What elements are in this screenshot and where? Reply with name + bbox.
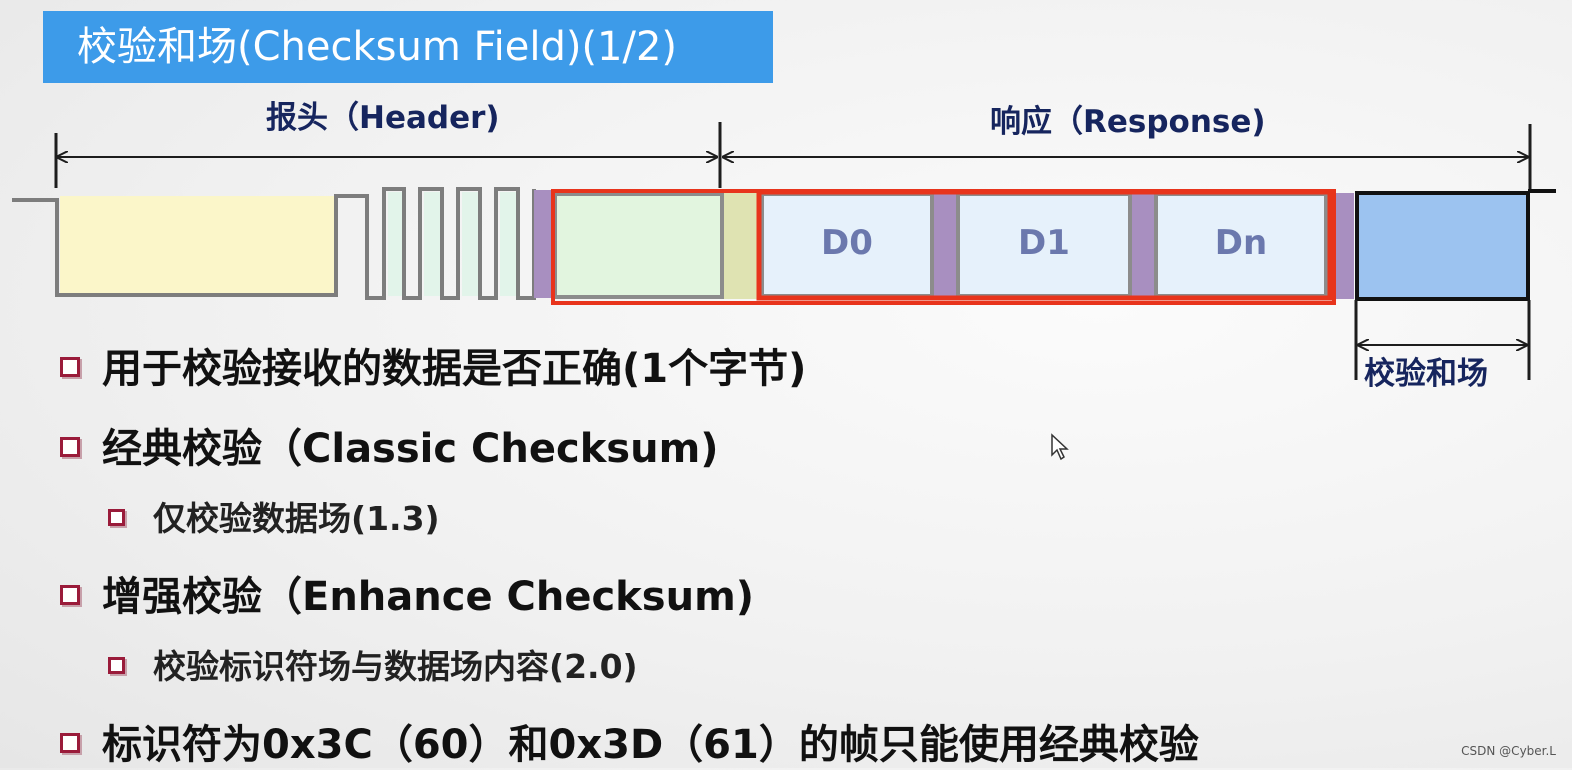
data-field-dn: Dn xyxy=(1214,223,1268,263)
bullet-text: 用于校验接收的数据是否正确(1个字节) xyxy=(102,346,807,392)
bullet-text: 标识符为0x3C（60）和0x3D（61）的帧只能使用经典校验 xyxy=(102,722,1199,768)
bullet-item: 标识符为0x3C（60）和0x3D（61）的帧只能使用经典校验 xyxy=(60,712,1199,770)
bullet-square-icon xyxy=(60,437,80,457)
checksum-field-label: 校验和场 xyxy=(1364,356,1488,392)
bullet-text: 经典校验（Classic Checksum) xyxy=(102,426,719,472)
bullet-square-icon xyxy=(108,509,125,526)
sub-bullet-item: 校验标识符场与数据场内容(2.0) xyxy=(108,640,638,688)
slide-title: 校验和场(Checksum Field)(1/2) xyxy=(43,11,773,83)
data-field-d0: D0 xyxy=(821,223,873,263)
sub-bullet-item: 仅校验数据场(1.3) xyxy=(108,492,440,540)
bullet-item: 用于校验接收的数据是否正确(1个字节) xyxy=(60,336,806,394)
bullet-item: 增强校验（Enhance Checksum) xyxy=(60,564,754,622)
bullet-text: 仅校验数据场(1.3) xyxy=(153,499,440,538)
bullet-text: 增强校验（Enhance Checksum) xyxy=(102,574,755,620)
bullet-square-icon xyxy=(108,657,125,674)
response-label: 响应（Response) xyxy=(990,104,1266,140)
bullet-text: 校验标识符场与数据场内容(2.0) xyxy=(153,647,638,686)
bullet-square-icon xyxy=(60,357,80,377)
data-field-d1: D1 xyxy=(1018,223,1070,263)
checksum-span-arrow xyxy=(1354,300,1531,380)
header-span-arrow xyxy=(54,122,722,188)
header-label: 报头（Header) xyxy=(266,100,500,136)
highlight-boxes xyxy=(551,189,1336,305)
bullet-square-icon xyxy=(60,585,80,605)
mouse-cursor-icon xyxy=(1051,433,1069,461)
frame-waveform xyxy=(12,187,1556,301)
bullet-item: 经典校验（Classic Checksum) xyxy=(60,416,719,474)
bullet-square-icon xyxy=(60,733,80,753)
watermark: CSDN @Cyber.L xyxy=(1461,744,1556,758)
response-span-arrow xyxy=(724,124,1532,190)
